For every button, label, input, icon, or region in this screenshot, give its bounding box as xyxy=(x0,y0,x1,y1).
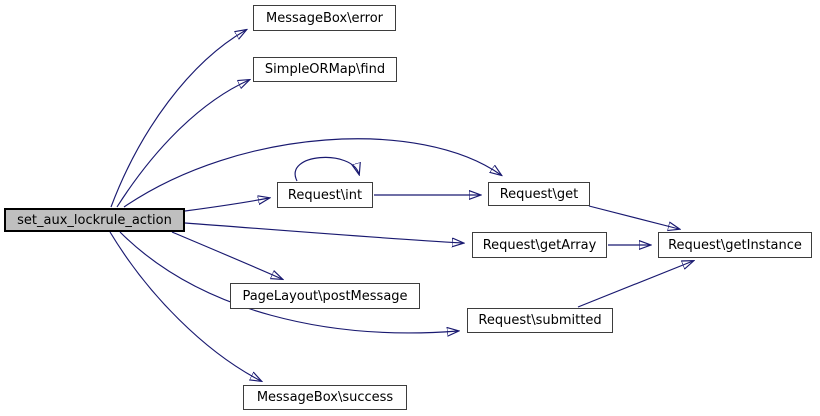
node-messagebox-error[interactable]: MessageBox\error xyxy=(253,5,396,31)
edge-request-int-self-loop xyxy=(294,156,359,182)
edge-request-submitted-to-request-getinstance xyxy=(577,261,693,308)
edge-root-to-request-get xyxy=(123,138,501,208)
edge-root-to-request-int xyxy=(184,198,269,212)
edge-root-to-request-getarray xyxy=(184,222,463,243)
node-set-aux-lockrule-action: set_aux_lockrule_action xyxy=(4,208,185,232)
node-request-get[interactable]: Request\get xyxy=(488,182,590,206)
edge-root-to-pagelayout-postmessage xyxy=(171,231,282,279)
node-request-getinstance[interactable]: Request\getInstance xyxy=(658,232,812,258)
edge-request-get-to-request-getinstance xyxy=(588,205,679,229)
node-request-int[interactable]: Request\int xyxy=(277,182,373,208)
node-simpleormap-find[interactable]: SimpleORMap\find xyxy=(253,57,397,82)
edge-root-to-request-submitted xyxy=(119,231,458,333)
node-messagebox-success[interactable]: MessageBox\success xyxy=(243,385,407,410)
node-request-submitted[interactable]: Request\submitted xyxy=(467,308,613,333)
edge-root-to-messagebox-error xyxy=(110,30,246,208)
edge-root-to-simpleormap-find xyxy=(116,80,249,208)
edge-root-to-messagebox-success xyxy=(109,231,261,381)
node-request-getarray[interactable]: Request\getArray xyxy=(472,232,607,258)
node-pagelayout-postmessage[interactable]: PageLayout\postMessage xyxy=(230,283,420,309)
